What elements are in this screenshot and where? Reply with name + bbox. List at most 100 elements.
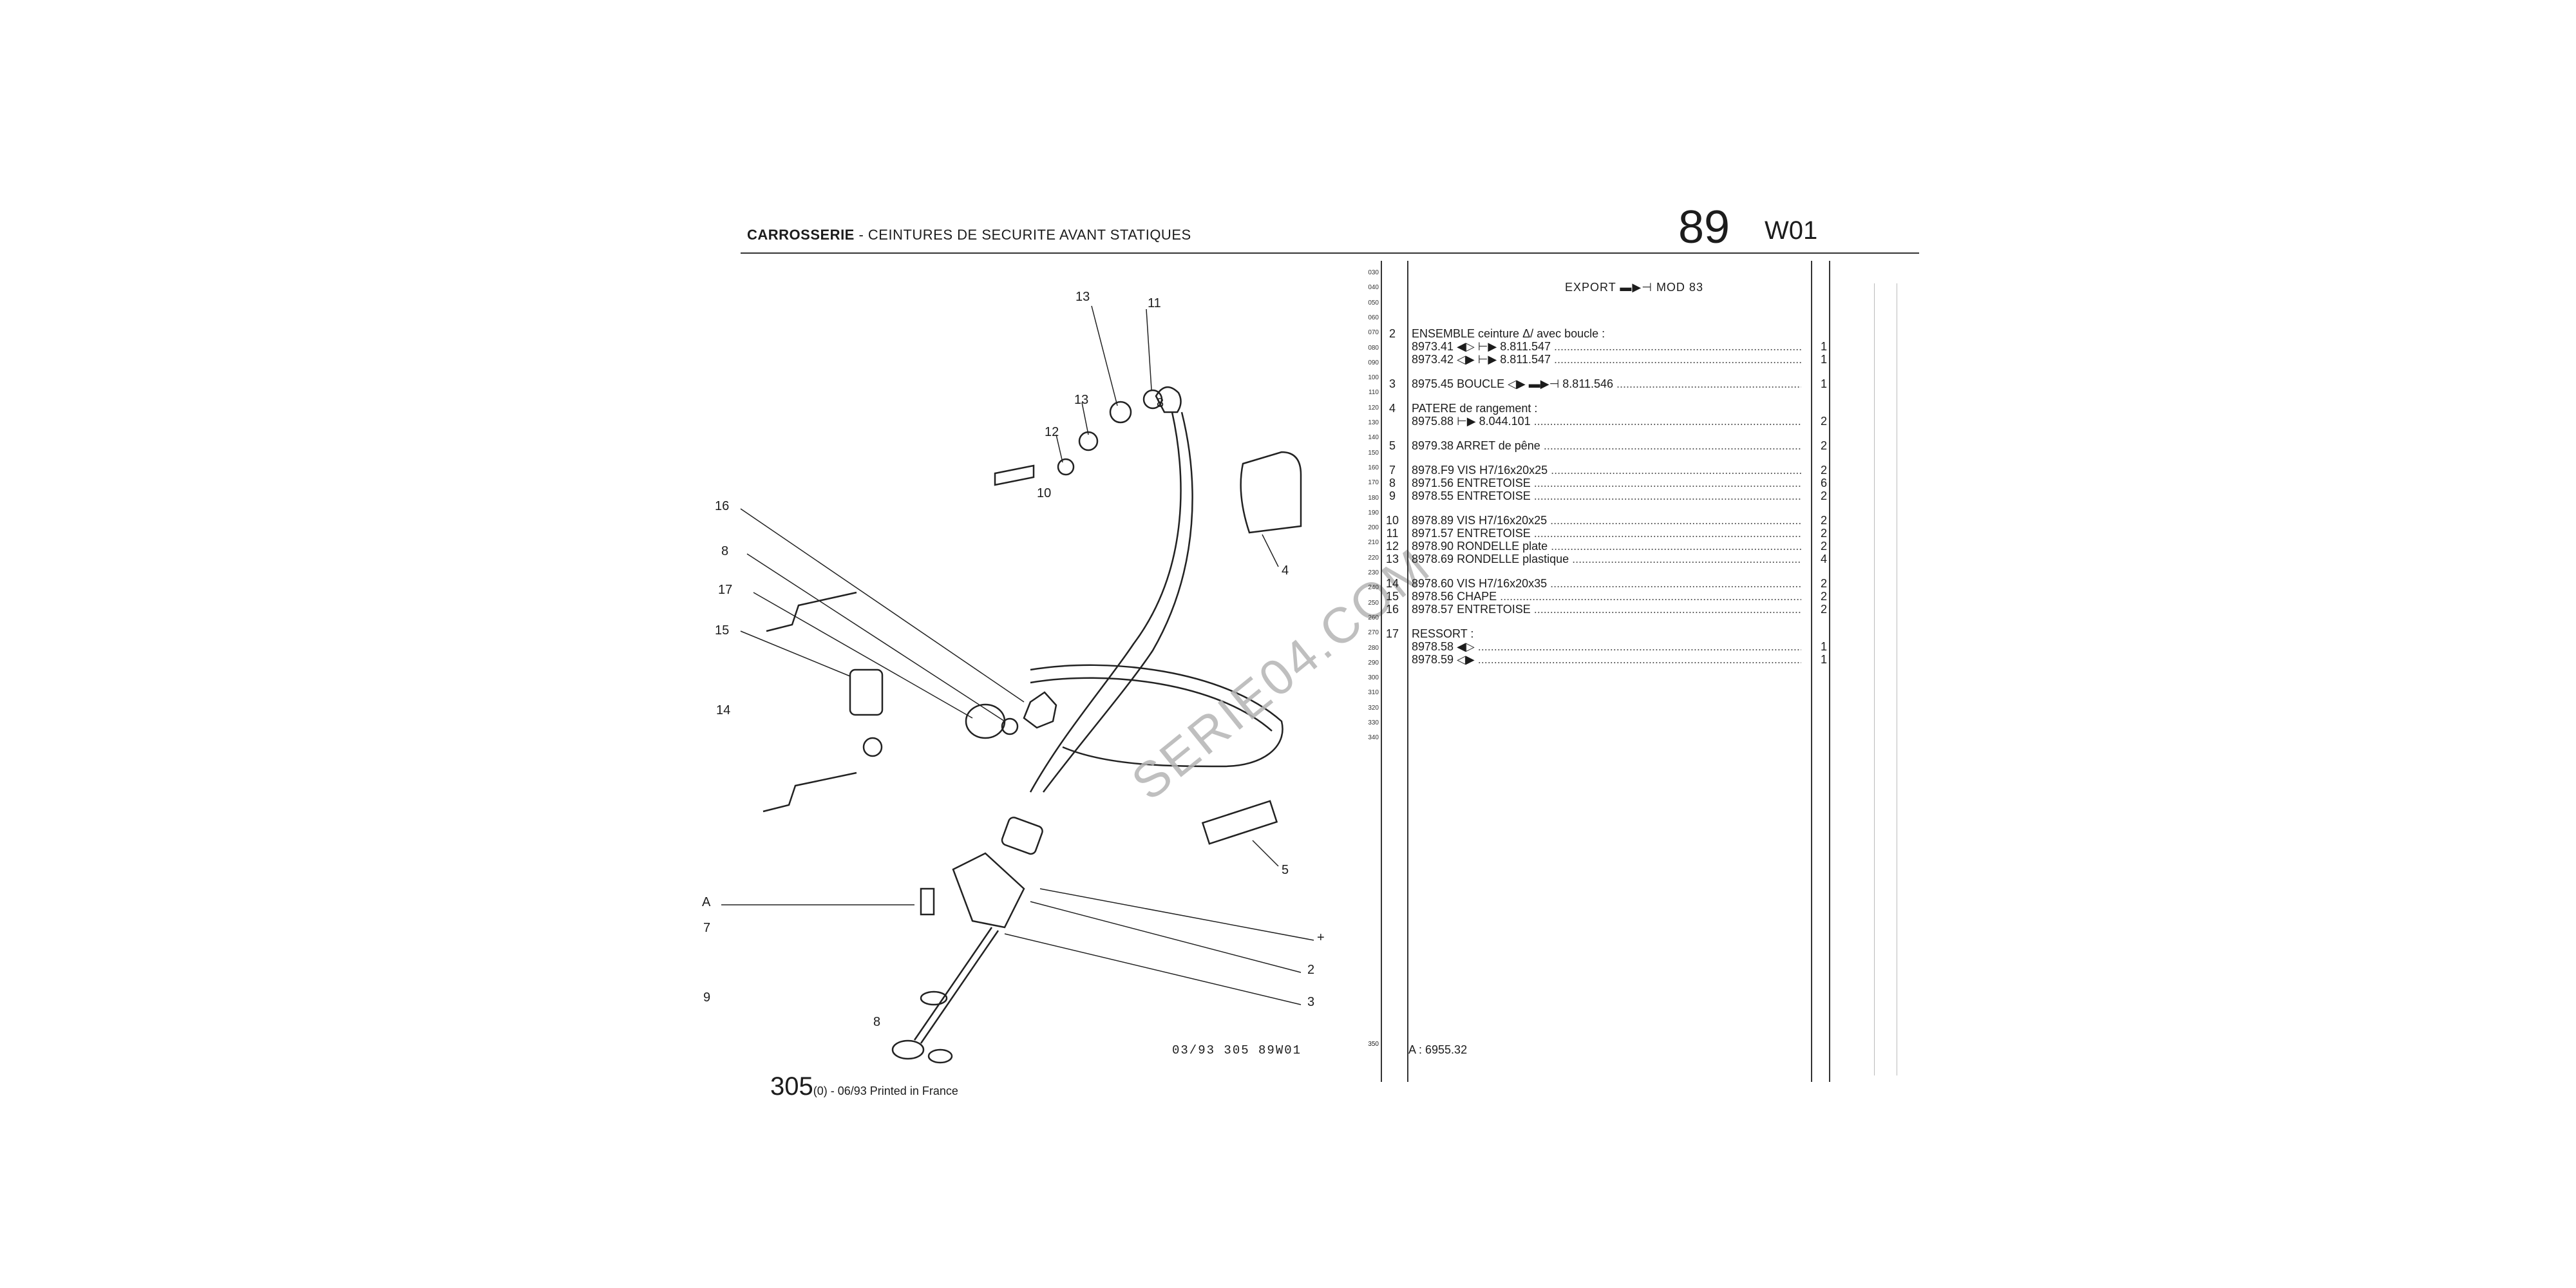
- row-ref: 7: [1388, 464, 1396, 477]
- line-number: 180: [1368, 494, 1379, 502]
- callout-12: 12: [1045, 425, 1059, 439]
- gear-16: [1023, 691, 1057, 729]
- bracket-15: [849, 668, 884, 716]
- line-number: 210: [1368, 539, 1379, 547]
- leader-13a: [1091, 305, 1118, 406]
- row-ref: 8: [1388, 477, 1396, 489]
- callout-A: A: [702, 895, 711, 909]
- row-quantity: 2: [1820, 527, 1827, 540]
- line-number: 050: [1368, 299, 1379, 307]
- row-quantity: 2: [1820, 439, 1827, 452]
- line-number: 260: [1368, 614, 1379, 621]
- export-label: EXPORT: [1565, 281, 1616, 294]
- header-rule: [741, 252, 1919, 254]
- callout-5: 5: [1282, 863, 1289, 877]
- line-number: 150: [1368, 449, 1379, 457]
- belt-upper-right: [1043, 412, 1193, 793]
- washer-12: [1057, 458, 1075, 476]
- row-quantity: 6: [1820, 477, 1827, 489]
- table-footnote: A : 6955.32: [1408, 1043, 1468, 1056]
- belt-lower-edge: [1030, 677, 1273, 732]
- spacer-8-lower: [927, 1048, 953, 1064]
- row-description: 8978.69 RONDELLE plastique: [1412, 553, 1801, 566]
- table-divider-left: [1381, 261, 1382, 1082]
- leader-lines: [721, 305, 1314, 1005]
- row-quantity: 2: [1820, 514, 1827, 527]
- print-info: 305(0) - 06/93 Printed in France: [770, 1072, 958, 1101]
- leader-12: [1056, 434, 1063, 463]
- line-number: 230: [1368, 569, 1379, 576]
- belt-upper-left: [1029, 412, 1182, 793]
- line-number: 170: [1368, 479, 1379, 487]
- bolt-10: [994, 464, 1035, 486]
- stop-5: [1201, 800, 1278, 845]
- row-description: 8971.56 ENTRETOISE: [1412, 477, 1801, 490]
- line-number: 040: [1368, 284, 1379, 292]
- title-subsection: - CEINTURES DE SECURITE AVANT STATIQUES: [854, 227, 1191, 243]
- line-number: 340: [1368, 734, 1379, 742]
- callout-10: 10: [1037, 486, 1052, 500]
- row-ref: 14: [1385, 577, 1399, 590]
- row-description: 8978.60 VIS H7/16x20x35: [1412, 577, 1801, 591]
- spacer-8: [1001, 717, 1019, 735]
- row-description: PATERE de rangement :: [1412, 402, 1538, 415]
- line-number: 100: [1368, 374, 1379, 382]
- row-quantity: 2: [1820, 577, 1827, 590]
- row-description: 8978.89 VIS H7/16x20x25: [1412, 514, 1801, 527]
- row-quantity: 2: [1820, 590, 1827, 603]
- row-quantity: 2: [1820, 464, 1827, 477]
- leader-2: [1030, 901, 1302, 973]
- row-description: 8978.55 ENTRETOISE: [1412, 489, 1801, 503]
- line-number: 080: [1368, 344, 1379, 352]
- buckle-body: [952, 852, 1025, 929]
- cover-4: [1240, 451, 1302, 534]
- row-ref: 5: [1388, 439, 1396, 452]
- line-number: 280: [1368, 644, 1379, 652]
- row-quantity: 1: [1820, 640, 1827, 653]
- row-description: 8978.59 ◁▶: [1412, 653, 1801, 667]
- page-code: W01: [1765, 216, 1818, 245]
- table-divider-qty: [1811, 261, 1812, 1082]
- line-number: 300: [1368, 674, 1379, 682]
- row-description: 8979.38 ARRET de pêne: [1412, 439, 1801, 453]
- row-ref: 12: [1385, 540, 1399, 553]
- line-number: 120: [1368, 404, 1379, 412]
- row-ref: 16: [1385, 603, 1399, 616]
- callout-2: 2: [1307, 963, 1315, 977]
- callout-8: 8: [721, 544, 729, 558]
- row-quantity: 1: [1820, 340, 1827, 353]
- row-ref: 10: [1385, 514, 1399, 527]
- drawing-reference: 03/93 305 89W01: [1172, 1043, 1302, 1057]
- export-model: MOD 83: [1656, 281, 1703, 294]
- row-description: 8978.F9 VIS H7/16x20x25: [1412, 464, 1801, 477]
- leader-16: [740, 508, 1025, 703]
- cable-eyelet: [891, 1039, 925, 1060]
- leader-8: [746, 553, 1005, 722]
- row-ref: 2: [1388, 327, 1396, 340]
- row-description: 8978.56 CHAPE: [1412, 590, 1801, 603]
- page-number: 89: [1678, 202, 1730, 253]
- bolt-7: [920, 887, 935, 916]
- leader-11: [1146, 308, 1152, 390]
- callout-4: 4: [1282, 564, 1289, 578]
- belt-lower: [1030, 664, 1283, 768]
- title-section: CARROSSERIE: [747, 227, 855, 243]
- callout-8-top: 8: [1157, 396, 1164, 410]
- line-number: 110: [1368, 389, 1379, 397]
- row-ref: 17: [1385, 627, 1399, 640]
- line-number: 090: [1368, 359, 1379, 366]
- leader-plus: [1039, 888, 1314, 941]
- line-number: 070: [1368, 329, 1379, 337]
- row-description: 8973.42 ◁▶ ⊢▶ 8.811.547: [1412, 353, 1801, 366]
- upper-anchor-plate: [1155, 386, 1182, 413]
- line-number: 240: [1368, 584, 1379, 592]
- print-date: (0) - 06/93 Printed in France: [813, 1084, 958, 1097]
- row-description: 8975.88 ⊢▶ 8.044.101: [1412, 415, 1801, 428]
- leader-17: [753, 592, 973, 719]
- line-number: 310: [1368, 689, 1379, 697]
- leader-5: [1252, 840, 1279, 867]
- line-number: 320: [1368, 704, 1379, 712]
- callout-14: 14: [716, 703, 731, 717]
- buckle-cable: [913, 927, 993, 1041]
- row-quantity: 4: [1820, 553, 1827, 565]
